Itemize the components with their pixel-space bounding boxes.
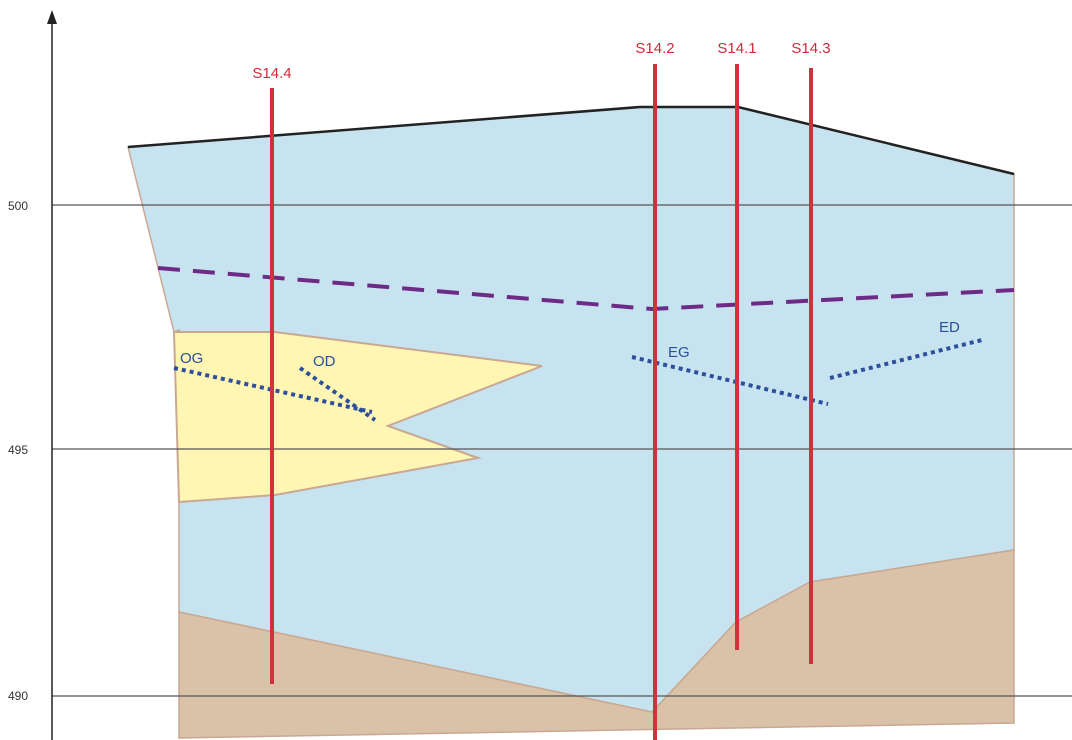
borehole-label-s14-4: S14.4	[252, 65, 291, 82]
ground-surface-line	[127, 105, 1015, 176]
borehole-label-s14-1: S14.1	[717, 40, 756, 57]
trace-label-og: OG	[180, 350, 203, 367]
trace-label-eg: EG	[668, 344, 690, 361]
dotted-trace-eg	[631, 355, 829, 406]
dotted-trace-ed	[829, 338, 983, 380]
axis-tick-490: 490	[8, 689, 28, 703]
axis-arrow-icon	[47, 10, 57, 24]
trace-label-od: OD	[313, 353, 336, 370]
borehole-label-s14-2: S14.2	[635, 40, 674, 57]
yellow-lens-unit	[172, 331, 543, 504]
axis-tick-495: 495	[8, 443, 28, 457]
bedrock-unit	[178, 549, 1015, 739]
trace-label-ed: ED	[939, 319, 960, 336]
dashed-boundary-line	[157, 266, 1015, 312]
axis-tick-500: 500	[8, 199, 28, 213]
borehole-label-s14-3: S14.3	[791, 40, 830, 57]
dotted-trace-og	[173, 366, 373, 414]
